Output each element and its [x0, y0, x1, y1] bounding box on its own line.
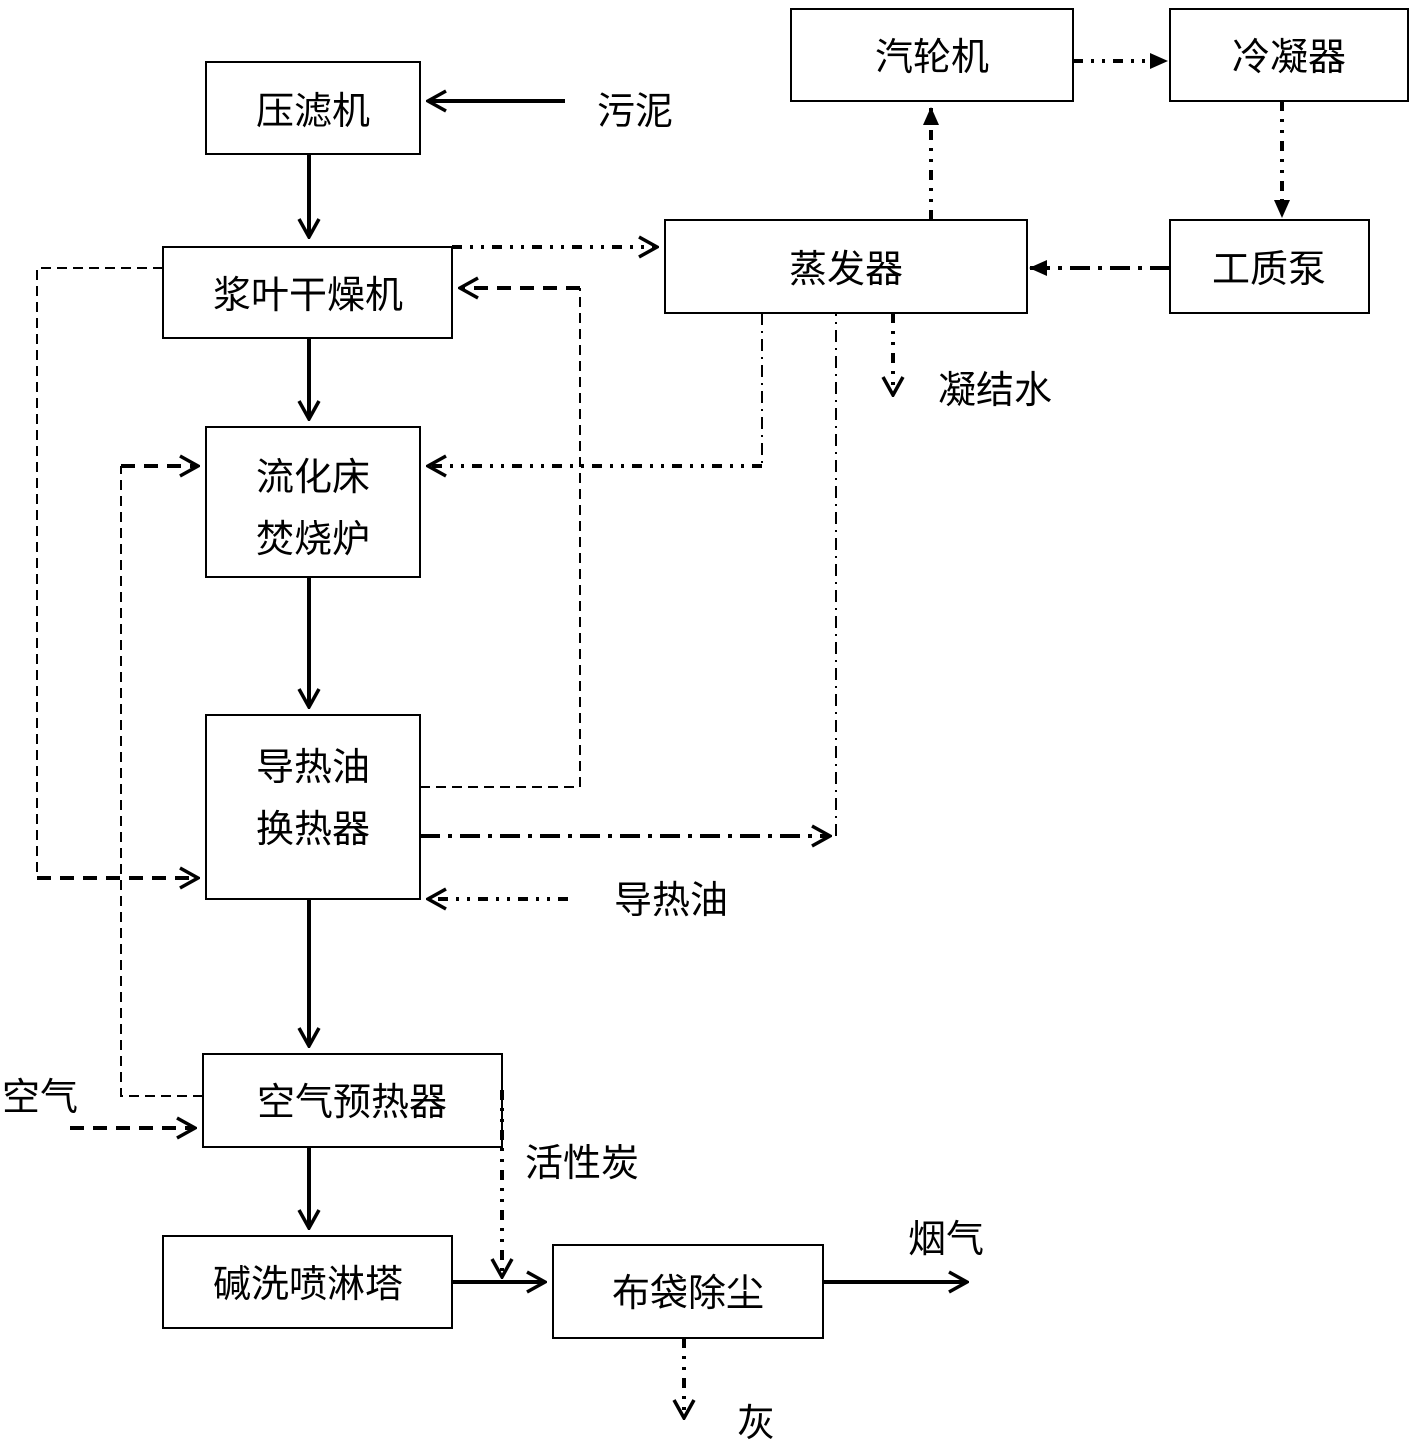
working-fluid-pump-node: 工质泵	[1169, 219, 1370, 314]
ash-label: 灰	[737, 1401, 775, 1445]
flue-gas-label: 烟气	[908, 1217, 984, 1261]
evaporator-node: 蒸发器	[664, 219, 1028, 314]
paddle-dryer-label: 浆叶干燥机	[213, 273, 403, 317]
thermal-oil-label: 导热油	[614, 878, 728, 922]
alkali-tower-label: 碱洗喷淋塔	[213, 1262, 403, 1306]
filter-press-node: 压滤机	[205, 61, 421, 155]
alkali-spray-tower-node: 碱洗喷淋塔	[162, 1235, 453, 1329]
fluidized-bed-incinerator-node: 流化床 焚烧炉	[205, 426, 421, 578]
oil-return-line	[420, 288, 581, 788]
fluidized-bed-label-line2: 焚烧炉	[256, 517, 370, 561]
filter-press-label: 压滤机	[256, 89, 370, 133]
oil-exchanger-label-line1: 导热油	[256, 745, 370, 789]
condensate-label: 凝结水	[938, 368, 1052, 412]
sludge-label: 污泥	[597, 89, 673, 133]
air-preheater-label: 空气预热器	[257, 1080, 447, 1124]
hot-air-line	[120, 466, 203, 1097]
air-label: 空气	[2, 1075, 78, 1119]
condenser-label: 冷凝器	[1232, 35, 1346, 79]
turbine-label: 汽轮机	[875, 35, 989, 79]
activated-carbon-label: 活性炭	[525, 1141, 639, 1185]
fluidized-bed-label-line1: 流化床	[256, 455, 370, 499]
air-preheater-node: 空气预热器	[202, 1053, 503, 1148]
turbine-node: 汽轮机	[790, 8, 1074, 102]
thermal-oil-exchanger-node: 导热油 换热器	[205, 714, 421, 900]
bag-filter-label: 布袋除尘	[612, 1271, 764, 1315]
evaporator-label: 蒸发器	[789, 247, 903, 291]
oil-exchanger-label-line2: 换热器	[256, 807, 370, 851]
condenser-node: 冷凝器	[1169, 8, 1409, 102]
working-pump-label: 工质泵	[1212, 247, 1326, 291]
paddle-dryer-node: 浆叶干燥机	[162, 246, 453, 339]
bag-filter-node: 布袋除尘	[552, 1244, 824, 1339]
dryer-gas-line	[36, 267, 163, 878]
